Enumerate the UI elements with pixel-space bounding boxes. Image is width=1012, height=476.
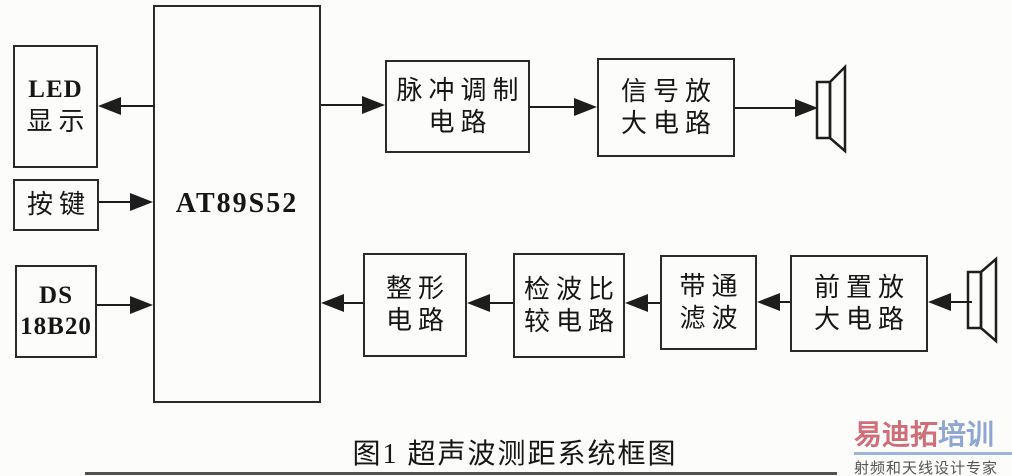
arrow-line-pulse-to-sigamp: [530, 106, 576, 108]
block-keys-line1: 按键: [26, 190, 91, 220]
block-pulse-modulation: 脉冲调制 电路: [385, 60, 530, 153]
block-keys: 按键: [13, 179, 99, 231]
block-detect-compare: 检波比 较电路: [513, 253, 625, 358]
block-bandpass-filter-line1: 带通: [679, 271, 744, 301]
block-led-display-line1: LED: [28, 76, 83, 104]
block-mcu-at89s52: AT89S52: [153, 5, 321, 403]
arrow-line-receiver-to-preamp: [949, 301, 972, 303]
block-signal-amplifier-line2: 大电路: [620, 108, 717, 138]
arrowhead-mcu-to-pulse: [362, 96, 385, 114]
block-led-display-line2: 显示: [26, 106, 91, 136]
block-ds18b20: DS 18B20: [15, 265, 97, 358]
watermark-logo: 易迪拓培训: [854, 419, 1012, 451]
arrowhead-receiver-to-preamp: [928, 293, 951, 311]
block-ds18b20-line2: 18B20: [20, 312, 92, 340]
watermark-tagline: 射频和天线设计专家: [854, 460, 999, 476]
ultrasonic-transmitter-speaker-icon: [815, 64, 847, 154]
watermark-rule: [854, 451, 1012, 455]
mcu-label: AT89S52: [175, 187, 299, 219]
arrow-line-shaping-to-mcu: [342, 302, 363, 304]
block-signal-amplifier: 信号放 大电路: [597, 58, 735, 157]
arrow-line-preamp-to-bandpass: [778, 301, 790, 303]
block-bandpass-filter: 带通 滤波: [660, 255, 757, 350]
watermark: 易迪拓培训 射频和天线设计专家: [854, 419, 1012, 476]
block-shaping-circuit-line2: 电路: [385, 306, 450, 335]
arrowhead-keys-to-mcu: [130, 193, 153, 211]
block-preamplifier-line1: 前置放: [813, 272, 910, 302]
block-detect-compare-line1: 检波比: [523, 274, 620, 304]
scan-artifact-line: [85, 472, 837, 475]
block-preamplifier-line2: 大电路: [813, 304, 910, 334]
block-signal-amplifier-line1: 信号放: [620, 76, 717, 106]
ultrasonic-receiver-speaker-icon: [966, 256, 998, 344]
arrowhead-mcu-to-led: [98, 97, 121, 115]
arrowhead-sigamp-to-transmitter: [795, 99, 818, 117]
arrow-line-bandpass-to-detect: [646, 302, 660, 304]
arrow-line-mcu-to-pulse: [321, 104, 364, 106]
arrowhead-preamp-to-bandpass: [757, 293, 780, 311]
block-pulse-modulation-line1: 脉冲调制: [396, 75, 525, 105]
block-ds18b20-line1: DS: [39, 282, 73, 309]
block-led-display: LED 显示: [13, 45, 98, 168]
arrow-line-keys-to-mcu: [99, 201, 132, 203]
watermark-brand-red: 易迪拓: [854, 419, 939, 450]
block-preamplifier: 前置放 大电路: [790, 255, 928, 352]
arrowhead-ds18b20-to-mcu: [130, 296, 153, 314]
arrowhead-detect-to-shaping: [467, 294, 490, 312]
figure-caption: 图1 超声波测距系统框图: [352, 439, 678, 470]
arrowhead-pulse-to-sigamp: [574, 98, 597, 116]
arrowhead-shaping-to-mcu: [321, 294, 344, 312]
block-shaping-circuit-line1: 整形: [385, 274, 450, 304]
arrowhead-bandpass-to-detect: [625, 294, 648, 312]
block-shaping-circuit: 整形 电路: [363, 253, 467, 357]
arrow-line-mcu-to-led: [118, 105, 154, 107]
block-bandpass-filter-line2: 滤波: [679, 303, 744, 333]
block-pulse-modulation-line2: 电路: [428, 107, 493, 137]
arrow-line-sigamp-to-transmitter: [735, 107, 797, 109]
block-detect-compare-line2: 较电路: [523, 306, 620, 336]
arrow-line-detect-to-shaping: [488, 302, 513, 304]
watermark-brand-blue: 培训: [938, 419, 995, 450]
arrow-line-ds18b20-to-mcu: [97, 304, 132, 306]
